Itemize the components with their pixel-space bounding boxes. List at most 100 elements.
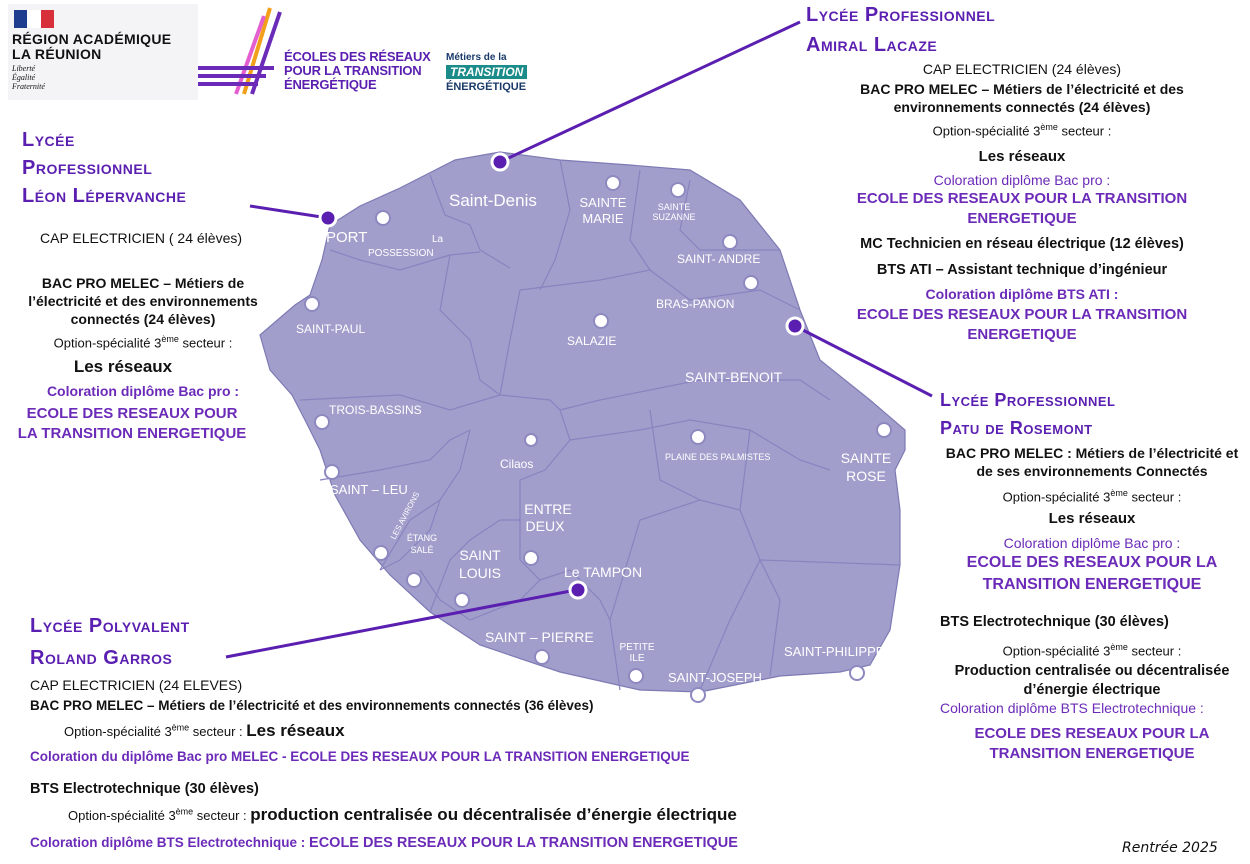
city-label-sainte-marie-2: MARIE xyxy=(582,211,624,226)
roland-option: Option-spécialité 3ème secteur : Les rés… xyxy=(64,721,345,740)
city-label-saint-benoit: SAINT-BENOIT xyxy=(685,369,783,385)
patu-bts: BTS Electrotechnique (30 élèves) xyxy=(940,614,1169,630)
patu-bts-option: Option-spécialité 3ème secteur : xyxy=(1002,642,1182,659)
city-marker-saint-louis xyxy=(454,592,470,608)
city-marker-petite-ile xyxy=(628,668,644,684)
republique-logo: RÉGION ACADÉMIQUE LA RÉUNION Liberté Éga… xyxy=(8,4,198,100)
city-label-saint-pierre: SAINT – PIERRE xyxy=(485,629,594,645)
lycee-amiral-title: Lycée Professionnel Amiral Lacaze xyxy=(806,4,996,56)
city-marker-etang-sale xyxy=(406,572,422,588)
city-label-saint-paul: SAINT-PAUL xyxy=(296,322,365,336)
city-label-saint-joseph: SAINT-JOSEPH xyxy=(668,670,762,685)
city-label-saint-leu: SAINT – LEU xyxy=(330,482,408,497)
connector-amiral xyxy=(499,20,801,164)
city-label-saint-louis-1: SAINT xyxy=(459,547,501,563)
ecoles-reseaux-logo-graphic xyxy=(198,7,282,95)
patu-ecole-bts: ECOLE DES RESEAUX POUR LA TRANSITION ENE… xyxy=(974,725,1210,762)
patu-bac: BAC PRO MELEC : Métiers de l’électricité… xyxy=(945,445,1239,479)
amiral-bac: BAC PRO MELEC – Métiers de l’électricité… xyxy=(860,81,1184,115)
region-name-line2: LA RÉUNION xyxy=(12,46,102,62)
roland-coloration-bts: Coloration diplôme BTS Electrotechnique … xyxy=(30,835,738,851)
city-label-entre-deux-2: DEUX xyxy=(526,518,566,534)
amiral-ecole-bts: ECOLE DES RESEAUX POUR LA TRANSITION ENE… xyxy=(856,306,1188,344)
city-label-saint-philippe: SAINT-PHILIPPE xyxy=(784,644,885,659)
city-label-bras-panon: BRAS-PANON xyxy=(656,297,734,311)
lycee-marker-roland xyxy=(568,580,588,600)
city-marker-sainte-suzanne xyxy=(670,182,686,198)
city-label-cilaos: Cilaos xyxy=(500,457,533,471)
island-outline xyxy=(259,151,906,693)
commune-borders xyxy=(299,159,901,691)
lycee-marker-leon xyxy=(318,208,338,228)
city-label-saint-andre: SAINT- ANDRE xyxy=(677,252,760,266)
city-marker-sainte-rose xyxy=(876,422,892,438)
roland-bts: BTS Electrotechnique (30 élèves) xyxy=(30,781,259,797)
city-marker-entre-deux xyxy=(523,550,539,566)
leon-bac: BAC PRO MELEC – Métiers de l’électricité… xyxy=(28,275,258,327)
roland-cap: CAP ELECTRICIEN (24 ELEVES) xyxy=(30,677,243,693)
lycee-leon-details: BAC PRO MELEC – Métiers de l’électricité… xyxy=(12,274,274,444)
connector-roland xyxy=(225,588,577,659)
city-label-entre-deux-1: ENTRE xyxy=(524,501,571,517)
city-marker-bras-panon xyxy=(743,275,759,291)
city-label-la-possession-1: La xyxy=(432,234,444,245)
city-label-petite-ile-2: ILE xyxy=(629,653,644,664)
lycee-leon-title: Lycée Professionnel Léon Lépervanche xyxy=(22,129,187,207)
leon-cap: CAP ELECTRICIEN ( 24 élèves) xyxy=(40,230,243,246)
city-marker-la-possession xyxy=(375,210,391,226)
lycee-marker-amiral xyxy=(490,152,510,172)
amiral-ecole: ECOLE DES RESEAUX POUR LA TRANSITION ENE… xyxy=(856,190,1188,228)
patu-bts-prod: Production centralisée ou décentralisée … xyxy=(954,663,1230,699)
patu-coloration-bts: Coloration diplôme BTS Electrotechnique … xyxy=(940,700,1204,716)
ecoles-reseaux-logo-text: ÉCOLES DES RÉSEAUX POUR LA TRANSITION ÉN… xyxy=(284,49,431,92)
city-marker-plaine-des-palmistes xyxy=(690,429,706,445)
city-label-sainte-suzanne-1: SAINTE xyxy=(658,202,691,212)
city-label-sainte-rose-1: SAINTE xyxy=(841,450,892,466)
city-label-saint-denis: Saint-Denis xyxy=(449,191,537,210)
city-label-la-possession-2: POSSESSION xyxy=(368,248,434,259)
amiral-option: Option-spécialité 3ème secteur : xyxy=(932,122,1112,139)
lycee-patu-details: BAC PRO MELEC : Métiers de l’électricité… xyxy=(934,444,1250,596)
city-marker-sainte-marie xyxy=(605,175,621,191)
connector-lines xyxy=(225,20,933,659)
marianne-flag-icon xyxy=(14,10,54,28)
city-label-sainte-rose-2: ROSE xyxy=(846,468,886,484)
city-marker-les-avirons xyxy=(373,545,389,561)
roland-bac: BAC PRO MELEC – Métiers de l’électricité… xyxy=(30,698,594,713)
city-marker-trois-bassins xyxy=(314,414,330,430)
city-label-trois-bassins: TROIS-BASSINS xyxy=(329,403,422,417)
city-label-etang-sale-2: SALÉ xyxy=(410,545,433,555)
city-marker-saint-paul xyxy=(304,296,320,312)
lycee-marker-patu xyxy=(785,316,805,336)
city-marker-saint-pierre xyxy=(534,649,550,665)
city-marker-saint-joseph xyxy=(690,687,706,703)
city-label-le-tampon: Le TAMPON xyxy=(564,564,642,580)
motto: Liberté Égalité Fraternité xyxy=(12,64,45,91)
connector-leon xyxy=(249,204,329,220)
lycee-amiral-details: CAP ELECTRICIEN (24 élèves) BAC PRO MELE… xyxy=(800,60,1244,345)
city-markers xyxy=(304,175,892,703)
city-marker-salazie xyxy=(593,313,609,329)
city-label-etang-sale-1: ÉTANG xyxy=(407,533,437,543)
lycee-patu-bts-details: Option-spécialité 3ème secteur : Product… xyxy=(934,638,1250,700)
connector-patu xyxy=(794,324,933,398)
city-label-sainte-marie-1: SAINTE xyxy=(580,195,627,210)
city-label-petite-ile-1: PETITE xyxy=(619,642,654,653)
patu-ecole: ECOLE DES RESEAUX POUR LA TRANSITION ENE… xyxy=(966,554,1218,594)
city-label-salazie: SALAZIE xyxy=(567,334,616,348)
city-marker-cilaos xyxy=(524,433,538,447)
metiers-transition-logo: Métiers de la TRANSITION ÉNERGÉTIQUE xyxy=(446,52,528,93)
roland-coloration-bac: Coloration du diplôme Bac pro MELEC - EC… xyxy=(30,749,690,764)
city-label-saint-louis-2: LOUIS xyxy=(459,565,501,581)
lycee-patu-title: Lycée Professionnel Patu de Rosemont xyxy=(940,390,1116,438)
city-label-port: PORT xyxy=(326,229,367,246)
city-marker-saint-philippe xyxy=(849,665,865,681)
city-marker-saint-leu xyxy=(324,464,340,480)
leon-option: Option-spécialité 3ème secteur : xyxy=(53,334,233,351)
rentree-label: Rentrée 2025 xyxy=(1122,840,1218,856)
lycee-roland-title: Lycée Polyvalent Roland Garros xyxy=(30,615,190,669)
region-name-line1: RÉGION ACADÉMIQUE xyxy=(12,31,172,47)
leon-ecole: ECOLE DES RESEAUX POUR LA TRANSITION ENE… xyxy=(17,405,247,443)
city-marker-saint-andre xyxy=(722,234,738,250)
